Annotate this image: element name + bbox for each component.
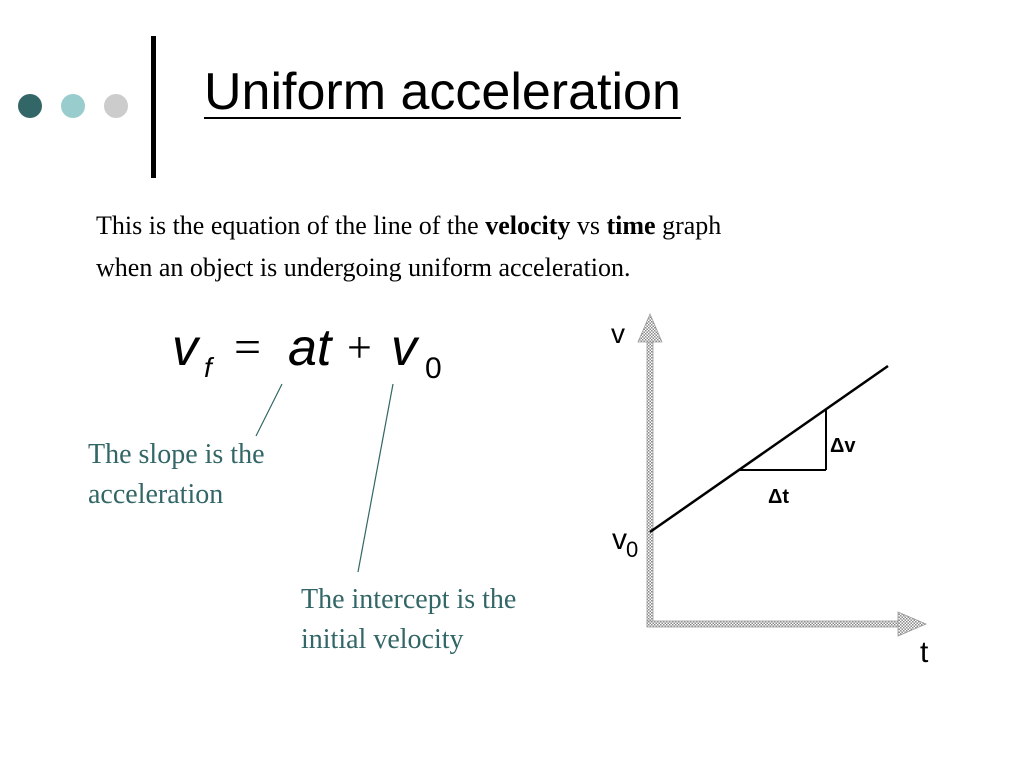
title-divider: [151, 36, 156, 178]
x-axis-arrow: [646, 611, 928, 637]
eq-subscript-0: 0: [425, 352, 442, 385]
eq-equals: =: [234, 321, 262, 374]
delta-v-label: Δv: [830, 435, 856, 457]
delta-t-label: Δt: [768, 486, 789, 508]
intro-text: This is the equation of the line of the …: [96, 211, 722, 282]
eq-subscript-f: f: [204, 352, 212, 383]
velocity-line: [649, 364, 889, 534]
y-axis-label: v: [611, 318, 625, 349]
eq-v: v: [172, 319, 198, 377]
keyword-velocity: velocity: [485, 211, 571, 240]
keyword-time: time: [606, 211, 656, 240]
decor-dot-dark: [18, 94, 42, 118]
intercept-note: The intercept is the initial velocity: [301, 584, 517, 655]
intercept-subscript: 0: [626, 537, 638, 562]
slope-callout-line: [255, 383, 283, 437]
eq-v0: v: [391, 319, 417, 377]
y-axis-arrow: [637, 312, 663, 627]
eq-at: at: [288, 319, 332, 377]
decor-dot-teal: [61, 94, 85, 118]
x-axis-label: t: [920, 636, 929, 669]
intercept-label: v: [612, 523, 627, 556]
eq-plus: +: [347, 323, 372, 372]
decor-dot-gray: [104, 94, 128, 118]
intercept-callout-line: [357, 383, 394, 573]
slide-title: Uniform acceleration: [204, 63, 681, 121]
slope-note: The slope is the acceleration: [88, 439, 265, 510]
